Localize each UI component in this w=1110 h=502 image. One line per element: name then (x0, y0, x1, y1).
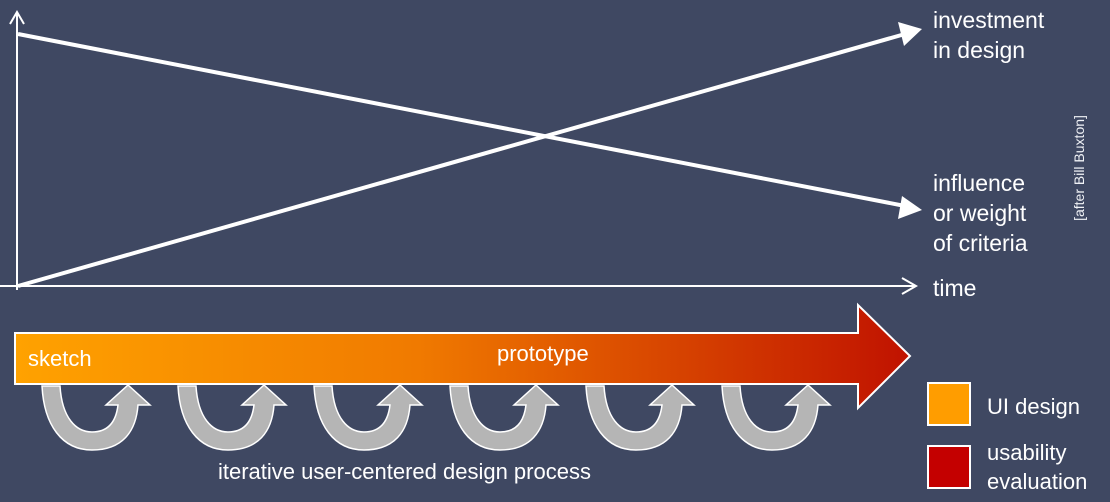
legend-label-usability-evaluation: usability evaluation (987, 440, 1088, 494)
sketch-label: sketch (28, 346, 92, 371)
credit-label: [after Bill Buxton] (1071, 115, 1087, 221)
iteration-loop-arrow (721, 383, 832, 451)
time-axis-label: time (933, 275, 977, 301)
process-caption: iterative user-centered design process (218, 459, 591, 484)
legend-swatch-usability-evaluation (927, 445, 971, 489)
investment-arrowhead (898, 22, 922, 46)
influence-label: influence or weight of criteria (933, 170, 1028, 256)
iteration-loop-arrow (585, 383, 696, 451)
time-axis-arrowhead (901, 277, 919, 295)
influence-line (17, 32, 906, 208)
prototype-label: prototype (497, 341, 589, 366)
legend-swatch-ui-design (927, 382, 971, 426)
investment-line (17, 32, 906, 288)
y-axis-arrowhead (9, 10, 25, 25)
iteration-loop-arrow (313, 383, 424, 451)
iteration-loops (41, 383, 832, 451)
influence-arrowhead (898, 196, 922, 219)
process-arrow (14, 302, 912, 411)
investment-label: investment in design (933, 7, 1045, 63)
iteration-loop-arrow (449, 383, 560, 451)
legend-label-ui-design: UI design (987, 394, 1080, 419)
iteration-loop-arrow (177, 383, 288, 451)
iteration-loop-arrow (41, 383, 152, 451)
